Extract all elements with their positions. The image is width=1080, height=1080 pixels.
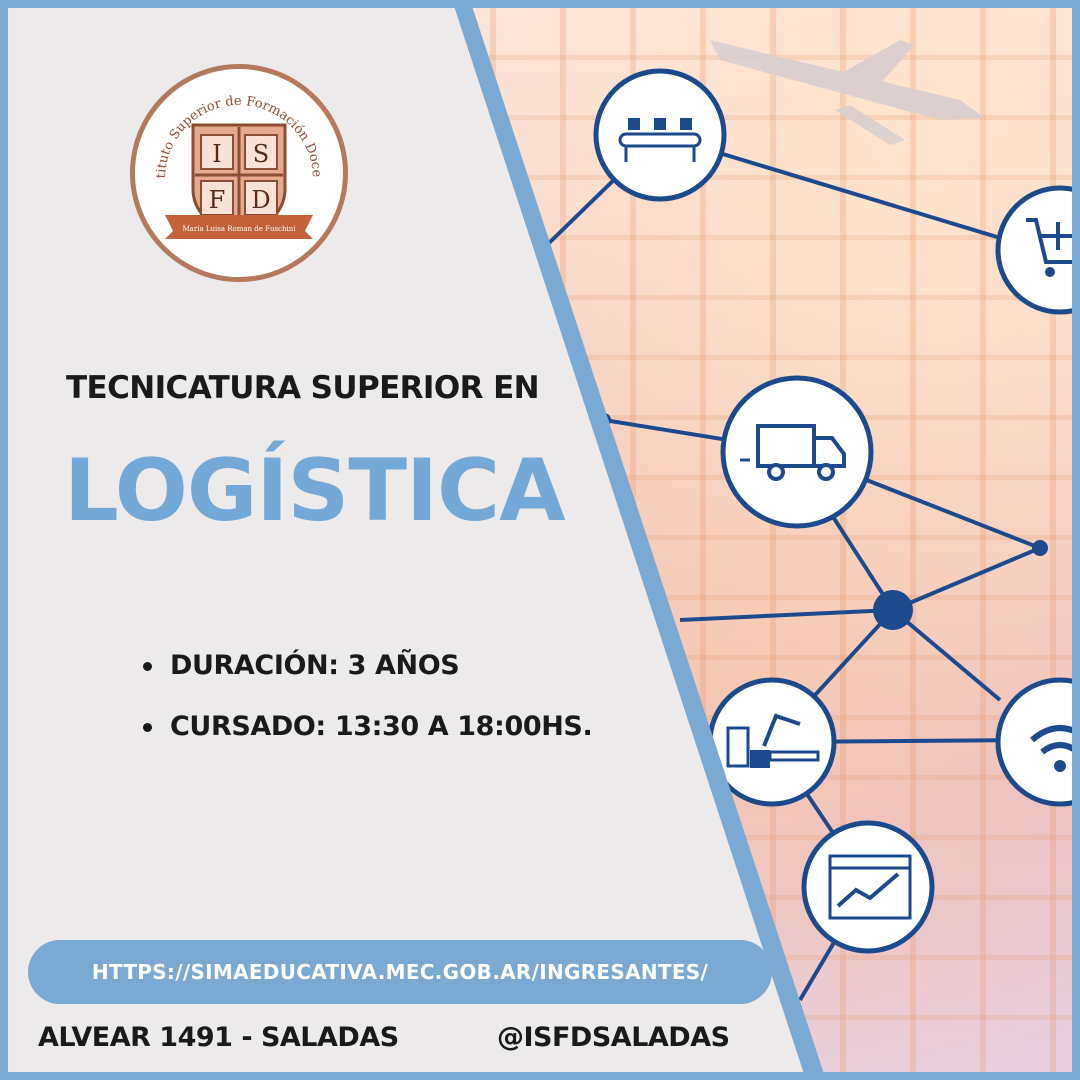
detail-duration: DURACIÓN: 3 AÑOS — [140, 650, 660, 681]
conveyor-icon — [593, 68, 727, 202]
frame-border-right — [1072, 0, 1080, 1080]
detail-schedule-text: CURSADO: 13:30 A 18:00HS. — [170, 711, 593, 742]
robot-arm-icon — [707, 677, 837, 807]
bullet-icon — [143, 662, 152, 671]
frame-border-top — [0, 0, 1080, 8]
cart-icon — [995, 185, 1080, 315]
detail-duration-text: DURACIÓN: 3 AÑOS — [170, 650, 460, 681]
airplane-icon — [710, 40, 985, 145]
chart-icon — [801, 820, 935, 954]
program-details: DURACIÓN: 3 AÑOS CURSADO: 13:30 A 18:00H… — [140, 650, 660, 772]
enrollment-link[interactable]: HTTPS://SIMAEDUCATIVA.MEC.GOB.AR/INGRESA… — [28, 940, 772, 1004]
wifi-icon — [995, 677, 1080, 807]
bullet-icon — [143, 723, 152, 732]
social-handle[interactable]: @ISFDSALADAS — [497, 1022, 730, 1053]
logo-letter-i: I — [212, 140, 221, 168]
detail-schedule: CURSADO: 13:30 A 18:00HS. — [140, 711, 660, 742]
frame-border-left — [0, 0, 8, 1080]
logo-letter-f: F — [209, 186, 226, 214]
program-title: LOGÍSTICA — [64, 441, 566, 541]
logo-ribbon-text: María Luisa Roman de Fuschini — [183, 225, 297, 233]
program-subtitle: TECNICATURA SUPERIOR EN — [66, 370, 540, 406]
logo-letter-s: S — [253, 140, 269, 168]
frame-border-bottom — [0, 1072, 1080, 1080]
truck-icon — [720, 375, 874, 529]
institution-logo: Instituto Superior de Formación Docente … — [130, 64, 348, 282]
logo-letter-d: D — [251, 186, 270, 214]
address-text: ALVEAR 1491 - SALADAS — [38, 1022, 399, 1053]
